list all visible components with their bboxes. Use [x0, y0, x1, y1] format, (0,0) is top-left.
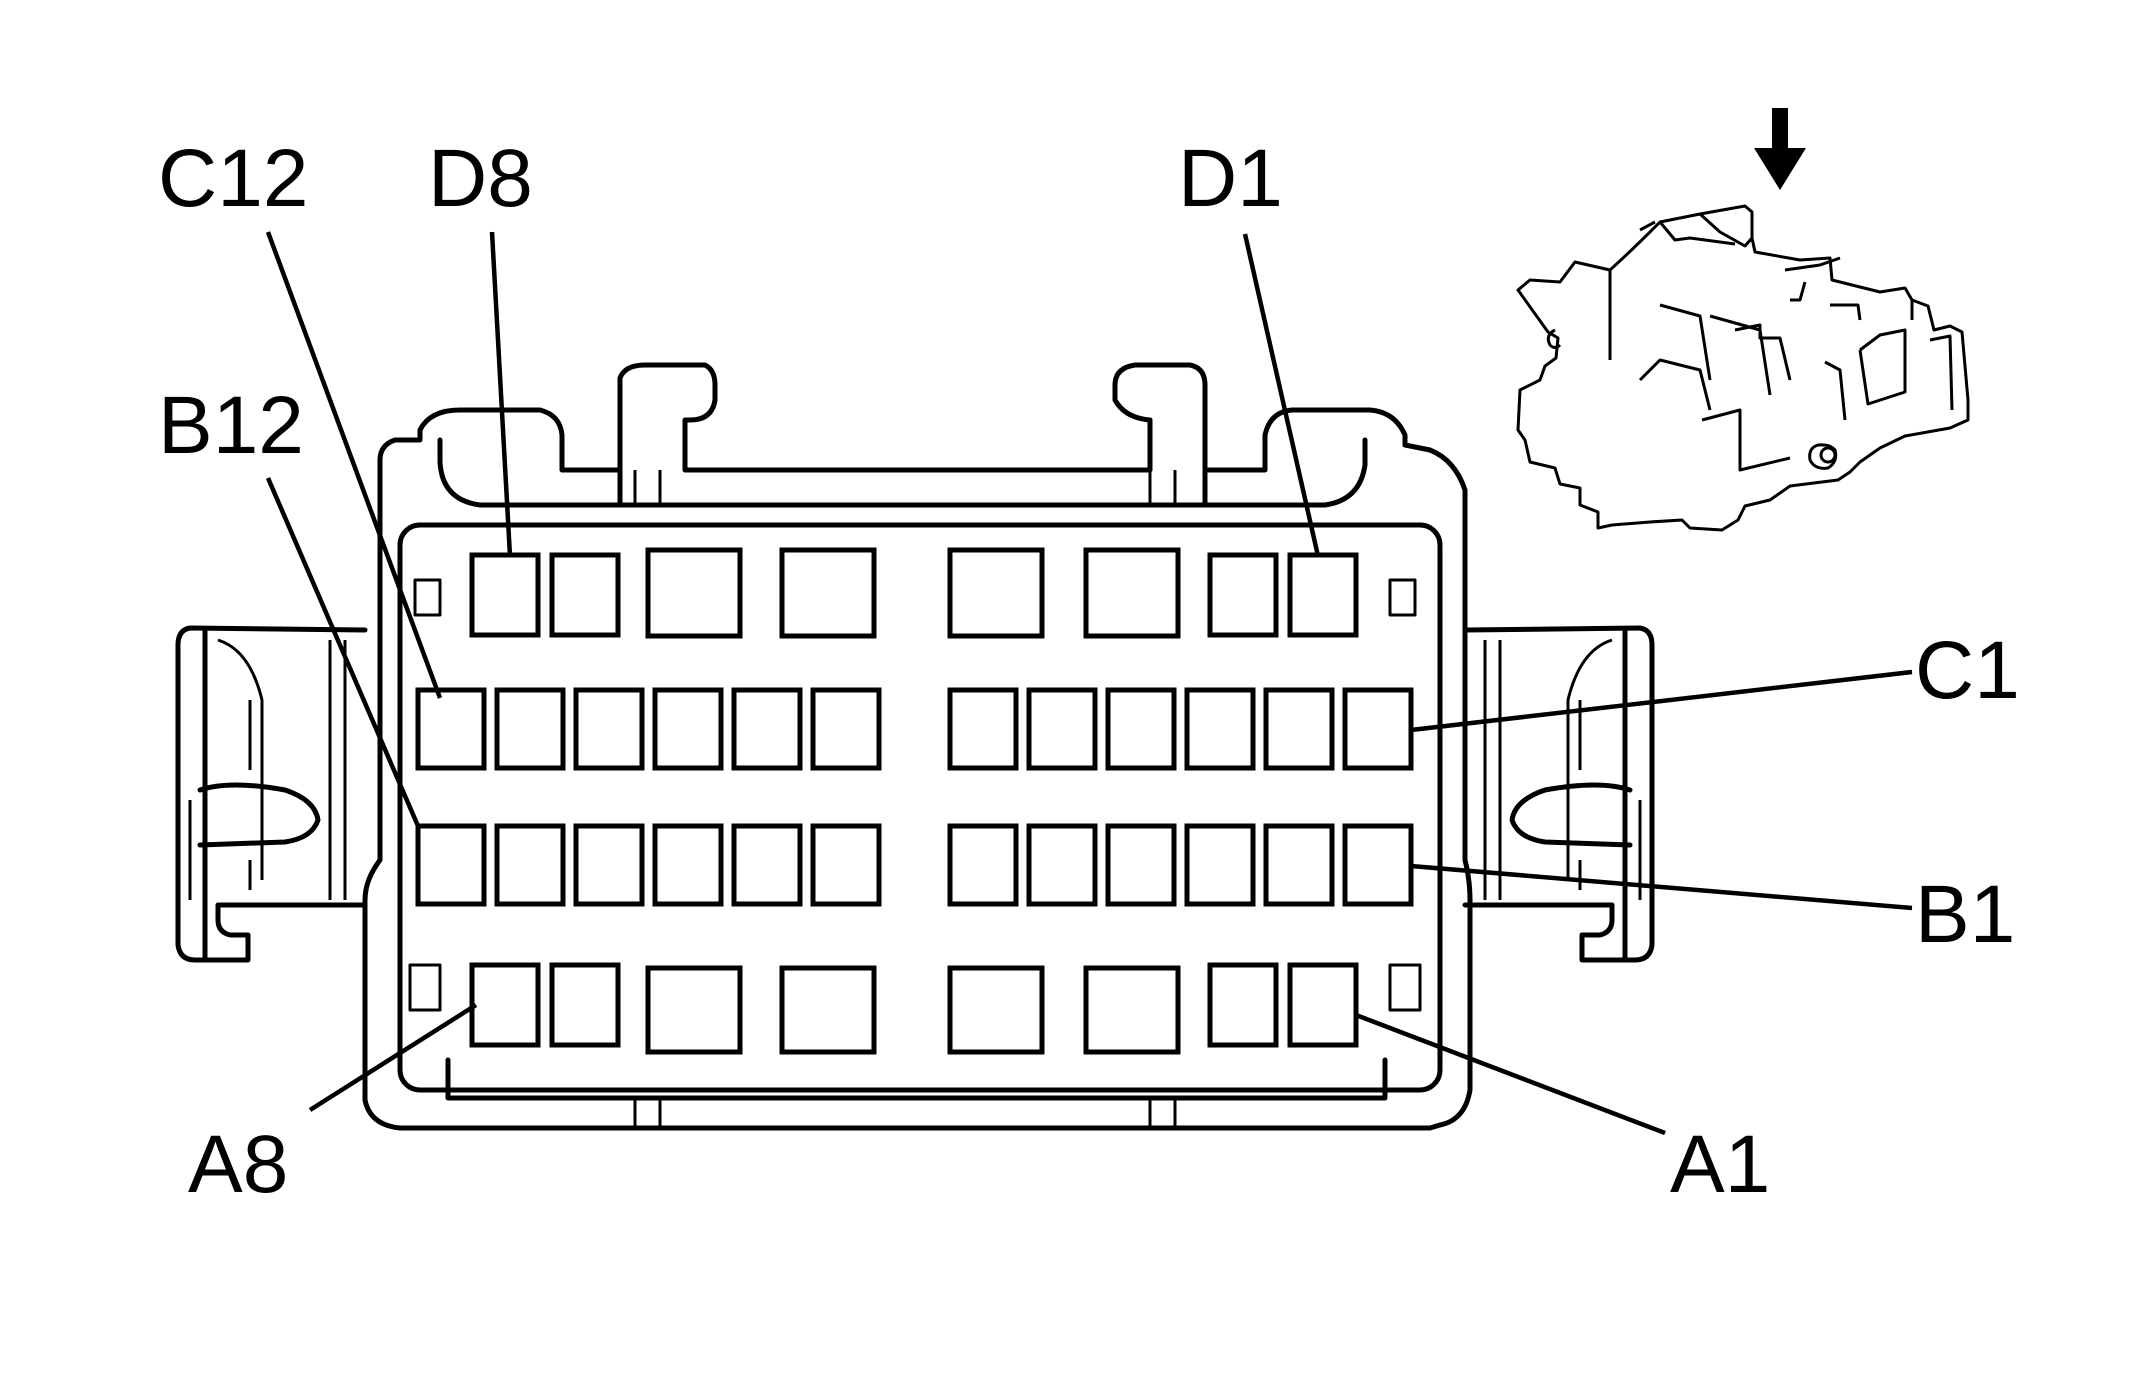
cavity-c6: [947, 687, 1019, 771]
cavity-d7: [549, 552, 621, 638]
cavity-b12: [415, 823, 487, 907]
cavity-c8: [731, 687, 803, 771]
cavity-b5: [1026, 823, 1098, 907]
cavity-c11: [494, 687, 566, 771]
cavity-c9: [652, 687, 724, 771]
cavity-b8: [731, 823, 803, 907]
cavity-c7: [810, 687, 882, 771]
connector-housing: [175, 362, 1655, 1131]
label-b12: B12: [158, 380, 304, 471]
cavity-b9: [652, 823, 724, 907]
cavity-b1: [1342, 823, 1414, 907]
cavity-d4: [947, 547, 1045, 639]
leader-b12: [265, 477, 421, 827]
cavity-a4: [947, 965, 1045, 1055]
cavity-d1: [1287, 552, 1359, 638]
label-a8: A8: [188, 1119, 288, 1210]
leader-a8: [308, 1003, 478, 1112]
down-arrow-icon: [1754, 108, 1806, 190]
cavity-c3: [1184, 687, 1256, 771]
label-a1: A1: [1670, 1119, 1770, 1210]
leader-d8: [489, 231, 513, 557]
cavity-c12: [415, 687, 487, 771]
label-d1: D1: [1178, 133, 1283, 224]
cavity-d2: [1207, 552, 1279, 638]
cavity-a3: [1083, 965, 1181, 1055]
cavity-d8: [469, 552, 541, 638]
cavity-b4: [1105, 823, 1177, 907]
cavity-a6: [645, 965, 743, 1055]
cavity-a5: [779, 965, 877, 1055]
label-c12: C12: [158, 133, 308, 224]
cavity-b11: [494, 823, 566, 907]
cavity-d3: [1083, 547, 1181, 639]
pin-labels: C12 D8 D1 B12 C1 B1 A8 A1: [158, 133, 2020, 1210]
cavity-c1: [1342, 687, 1414, 771]
cavity-d5: [779, 547, 877, 639]
connector-isometric-view: [1516, 204, 1970, 532]
label-d8: D8: [428, 133, 533, 224]
cavity-c10: [573, 687, 645, 771]
cavity-c5: [1026, 687, 1098, 771]
cavity-row-c: [415, 687, 1414, 771]
cavity-d6: [645, 547, 743, 639]
leader-b1: [1410, 863, 1913, 911]
label-b1: B1: [1915, 869, 2015, 960]
cavity-b7: [810, 823, 882, 907]
leader-c1: [1410, 669, 1913, 733]
cavity-a7: [549, 962, 621, 1048]
cavity-row-b: [415, 823, 1414, 907]
leader-c12: [265, 231, 443, 699]
cavity-b10: [573, 823, 645, 907]
cavity-c4: [1105, 687, 1177, 771]
cavity-c2: [1263, 687, 1335, 771]
cavity-b2: [1263, 823, 1335, 907]
cavity-b3: [1184, 823, 1256, 907]
label-c1: C1: [1915, 625, 2020, 716]
leader-d1: [1242, 233, 1321, 557]
leader-a1: [1355, 1012, 1666, 1136]
cavity-a1: [1287, 962, 1359, 1048]
cavity-row-a: [469, 962, 1359, 1055]
cavity-a2: [1207, 962, 1279, 1048]
cavity-a8: [469, 962, 541, 1048]
cavity-b6: [947, 823, 1019, 907]
leader-lines: [265, 231, 1913, 1136]
cavity-row-d: [469, 547, 1359, 639]
